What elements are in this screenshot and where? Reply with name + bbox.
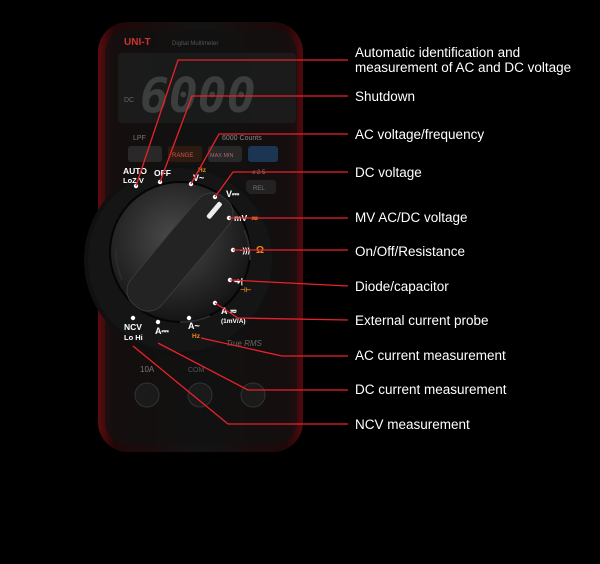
dial-label-dcv: V⎓ (226, 189, 240, 199)
callout-diode: Diode/capacitor (355, 279, 449, 294)
counts-label: 6000 Counts (222, 135, 262, 142)
callout-auto-line1: Automatic identification and (355, 45, 521, 60)
dial-label-adc: A⎓ (155, 326, 169, 336)
callout-ncv-text: NCV measurement (355, 417, 470, 432)
select-button[interactable] (128, 146, 162, 162)
callout-auto-line2: measurement of AC and DC voltage (355, 60, 572, 75)
dial-label-aac-sub: Hz (192, 333, 201, 340)
true-rms-label: True RMS (226, 339, 263, 348)
knob-ridges (114, 191, 252, 324)
brand-subtitle: Digital Multimeter (172, 41, 218, 47)
dial-label-aac: A~ (188, 321, 200, 331)
callout-ncv: NCV measurement (355, 417, 470, 432)
callout-resistance: On/Off/Resistance (355, 244, 465, 259)
callout-diode-text: Diode/capacitor (355, 279, 449, 294)
brand-logo: UNI-T (124, 37, 151, 48)
dial-label-diode-sub: ⊣⊢ (240, 286, 252, 294)
callout-probe: External current probe (355, 313, 489, 328)
callout-dc-voltage: DC voltage (355, 165, 422, 180)
range-button[interactable] (168, 146, 202, 162)
dial-label-acv: V~ (193, 173, 204, 183)
lcd-mode-label: LPF (133, 135, 146, 142)
dial-label-probe: A ≂ (221, 306, 237, 316)
rotary-dial[interactable] (84, 164, 276, 356)
callout-shutdown: Shutdown (355, 89, 415, 104)
jack-10a-label: 10A (140, 365, 155, 374)
dial-label-off: OFF (154, 168, 171, 178)
lcd-side-label: DC (124, 97, 134, 104)
callout-dc-current: DC current measurement (355, 382, 507, 397)
callout-shutdown-text: Shutdown (355, 89, 416, 104)
callout-ac-voltage-text: AC voltage/frequency (355, 127, 485, 142)
rel-button-label: REL (253, 186, 265, 192)
dial-label-probe-sub: (1mV/A) (221, 318, 246, 325)
range-button-label: RANGE (172, 153, 193, 159)
callout-ac-voltage: AC voltage/frequency (355, 127, 484, 142)
lcd-display: DC 6000 (118, 53, 296, 124)
rel-button[interactable] (246, 180, 276, 194)
dial-label-auto: AUTO (123, 166, 147, 176)
function-buttons: LPF 6000 Counts RANGE MAX MIN ≤ 2 5 REL (128, 135, 278, 194)
callout-auto: Automatic identification and measurement… (355, 45, 571, 75)
callout-lines (132, 59, 349, 425)
backlight-button[interactable] (248, 146, 278, 162)
callout-resistance-text: On/Off/Resistance (355, 244, 466, 259)
input-jacks (134, 382, 266, 408)
callout-ac-current-text: AC current measurement (355, 348, 506, 363)
max-min-button-label: MAX MIN (210, 153, 234, 159)
callout-dc-current-text: DC current measurement (355, 382, 507, 397)
jack-com-label: COM (188, 367, 205, 374)
dial-grip (126, 192, 234, 312)
callout-mv: MV AC/DC voltage (355, 210, 468, 225)
callout-mv-text: MV AC/DC voltage (355, 210, 468, 225)
callout-probe-text: External current probe (355, 313, 489, 328)
dial-label-ncv-sub: Lo Hi (124, 333, 143, 342)
dial-label-acv-sub: Hz (198, 167, 207, 174)
dial-label-ncv: NCV (124, 322, 142, 332)
threshold-label: ≤ 2 5 (252, 170, 266, 176)
callout-dc-voltage-text: DC voltage (355, 165, 422, 180)
callout-ac-current: AC current measurement (355, 348, 506, 363)
dial-label-auto-sub: LoZ V (123, 176, 144, 185)
dial-label-diode: ➜| (234, 277, 243, 286)
max-min-button[interactable] (208, 146, 242, 162)
